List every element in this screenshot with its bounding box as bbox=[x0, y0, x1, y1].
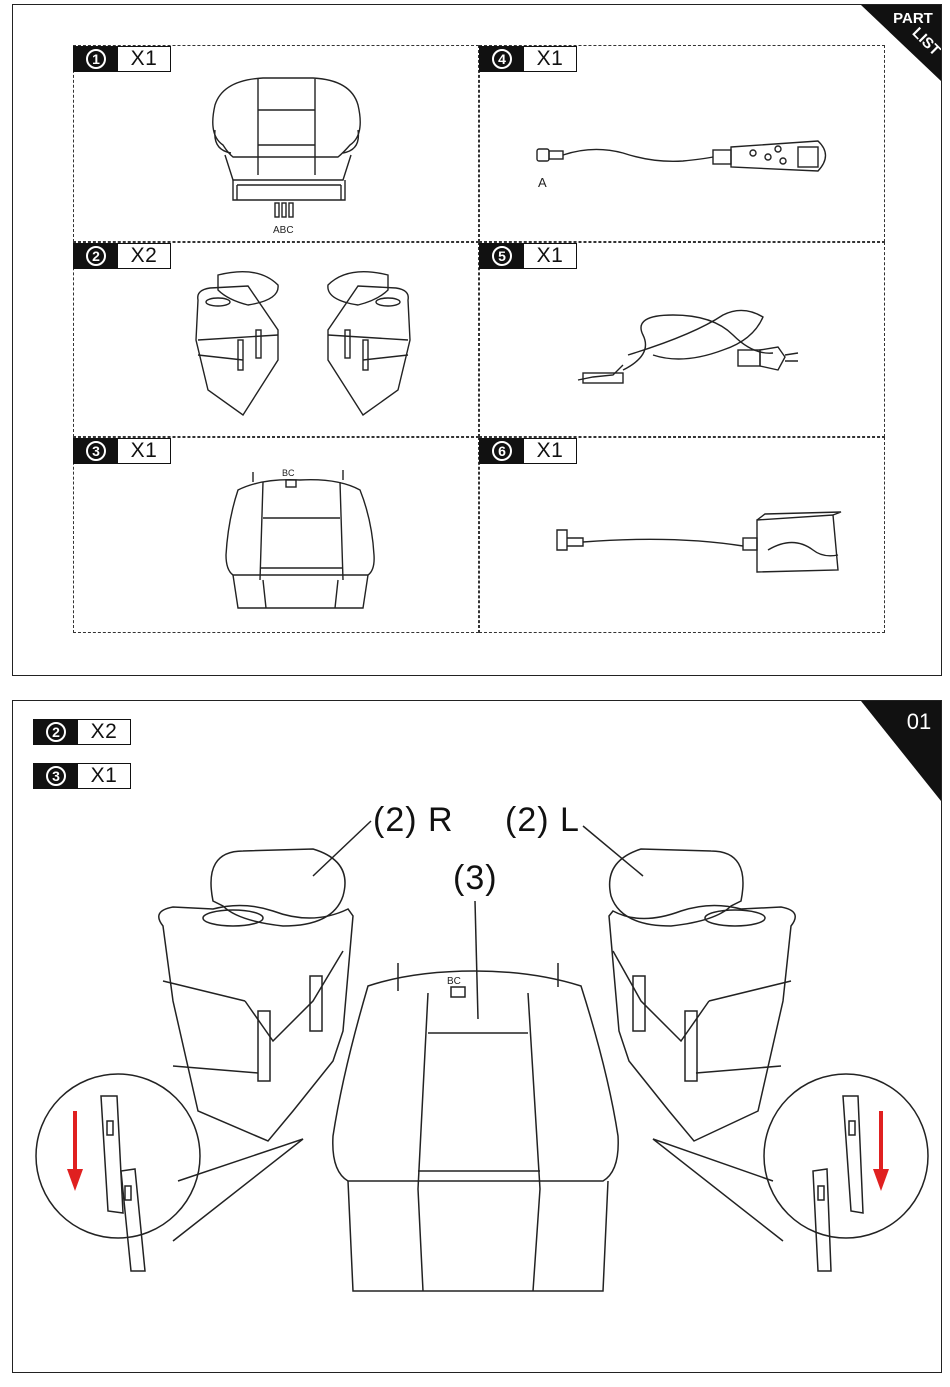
step-illustration: BC bbox=[13, 701, 941, 1372]
step-panel: 01 2 X2 3 X1 (2) R (2) L (3) bbox=[12, 700, 942, 1373]
part-qty-5: X1 bbox=[524, 244, 576, 268]
seat-connector-labels: ABC bbox=[273, 225, 294, 235]
part-tag-4: 4 X1 bbox=[479, 46, 577, 72]
part-tag-2: 2 X2 bbox=[73, 243, 171, 269]
hand-remote-illustration: A bbox=[533, 135, 833, 195]
armrests-illustration bbox=[188, 260, 418, 420]
part-tag-3: 3 X1 bbox=[73, 438, 171, 464]
part-qty-4: X1 bbox=[524, 47, 576, 71]
power-cord-illustration bbox=[573, 295, 813, 395]
right-armrest-drawing bbox=[159, 849, 353, 1141]
leader-back bbox=[475, 901, 478, 1019]
right-down-arrow bbox=[873, 1111, 889, 1191]
part-number-1: 1 bbox=[86, 49, 106, 69]
part-qty-2: X2 bbox=[118, 244, 170, 268]
part-qty-3: X1 bbox=[118, 439, 170, 463]
backrest-drawing: BC bbox=[333, 963, 618, 1291]
remote-connector-label: A bbox=[538, 175, 547, 190]
part-number-2: 2 bbox=[86, 246, 106, 266]
part-tag-6: 6 X1 bbox=[479, 438, 577, 464]
part-qty-6: X1 bbox=[524, 439, 576, 463]
part-tag-5: 5 X1 bbox=[479, 243, 577, 269]
left-down-arrow bbox=[67, 1111, 83, 1191]
part-list-panel: PART LIST 1 X1 4 X1 2 X2 5 X1 3 X1 6 X1 bbox=[12, 4, 942, 676]
part-list-label-line1: PART bbox=[893, 10, 933, 27]
part-number-3: 3 bbox=[86, 441, 106, 461]
part-number-4: 4 bbox=[492, 49, 512, 69]
backrest-connector-labels: BC bbox=[282, 468, 295, 478]
part-number-5: 5 bbox=[492, 246, 512, 266]
part-number-6: 6 bbox=[492, 441, 512, 461]
left-armrest-drawing bbox=[609, 849, 795, 1141]
back-connector-labels: BC bbox=[447, 976, 461, 987]
transformer-illustration bbox=[553, 510, 853, 590]
part-tag-1: 1 X1 bbox=[73, 46, 171, 72]
backrest-illustration: BC bbox=[218, 460, 383, 620]
part-qty-1: X1 bbox=[118, 47, 170, 71]
seat-illustration: ABC bbox=[203, 75, 373, 235]
